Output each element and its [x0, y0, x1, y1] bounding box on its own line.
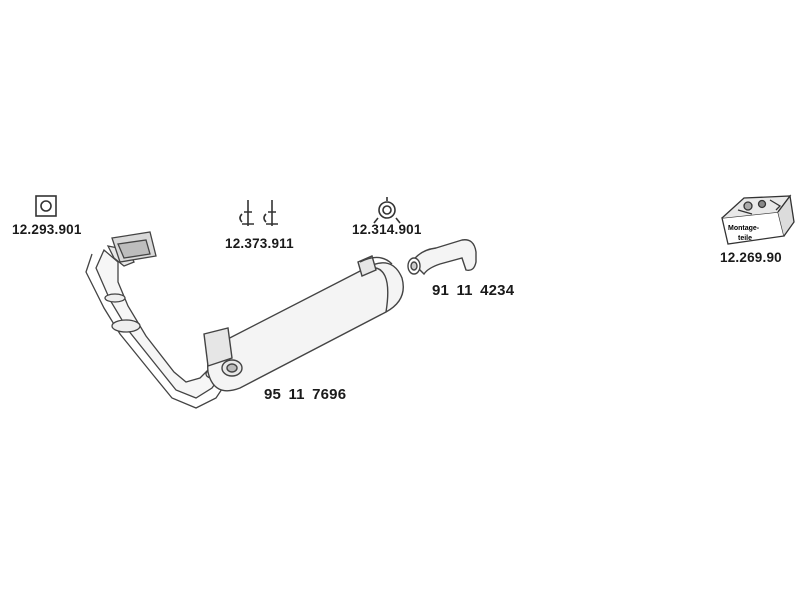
muffler-part-number: 95 11 7696 — [264, 386, 347, 403]
clamps-part-number: 12.373.911 — [225, 236, 294, 251]
gasket-part-number: 12.293.901 — [12, 222, 82, 237]
ring-gasket-part-number: 12.314.901 — [352, 222, 422, 237]
mounting-kit-part-number: 12.269.90 — [720, 250, 782, 265]
tail-pipe-icon — [407, 239, 477, 276]
square-flange-gasket-icon — [35, 195, 57, 217]
mounting-parts-box-icon: Montage- teile — [721, 194, 795, 245]
muffler-icon — [203, 255, 404, 392]
three-bolt-ring-gasket-icon — [373, 197, 401, 224]
mounting-box-text-line1: Montage- — [728, 225, 760, 232]
tail-pipe-part-number: 91 11 4234 — [432, 282, 515, 299]
front-pipe-icon — [85, 231, 229, 409]
mounting-box-text-line2: teile — [738, 235, 752, 242]
mounting-clamps-icon — [239, 200, 278, 226]
